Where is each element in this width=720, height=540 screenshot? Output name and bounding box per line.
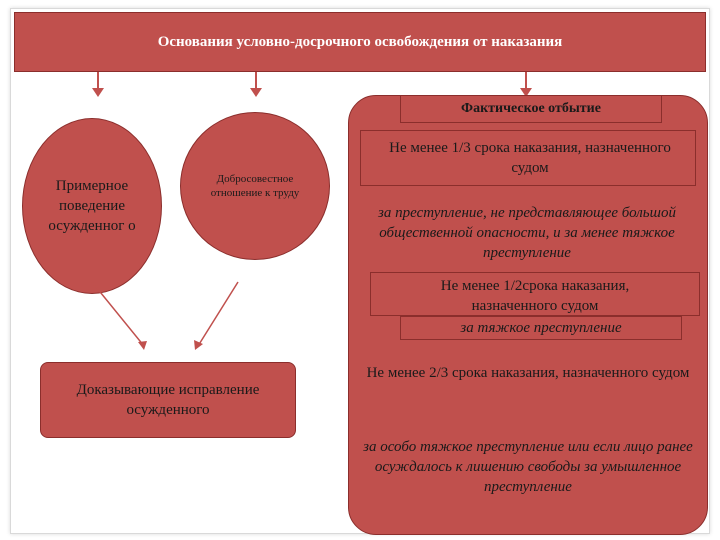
labor-circle: Добросовестное отношение к труду [180, 112, 330, 260]
served-title-box [400, 95, 662, 123]
served-title: Фактическое отбытие [461, 101, 601, 116]
behavior-circle: Примерное поведение осужденног о [22, 118, 162, 294]
connector-left [91, 281, 145, 347]
connector-right-head [194, 340, 203, 350]
arrow-head-labor [250, 88, 262, 97]
connector-left-head [138, 341, 147, 350]
term-half-box [370, 272, 700, 316]
term-one-third-box [360, 130, 696, 186]
arrow-to-served [525, 72, 527, 90]
connector-right [197, 281, 239, 347]
arrow-to-labor [255, 72, 257, 90]
term-half-note-box [400, 316, 682, 340]
term-half: Не менее 1/2срока наказания, назначенног… [440, 278, 630, 314]
term-one-third-note: за преступление, не представляющее больш… [378, 205, 676, 261]
labor-label: Добросовестное отношение к труду [210, 173, 300, 199]
correction-label: Доказывающие исправление осужденного [76, 382, 260, 418]
page-title: Основания условно-досрочного освобождени… [14, 12, 706, 72]
term-two-thirds: Не менее 2/3 срока наказания, назначенно… [366, 365, 690, 381]
arrow-head-served [520, 88, 532, 97]
term-half-note: за тяжкое преступление [460, 320, 622, 336]
arrow-head-behavior [92, 88, 104, 97]
arrow-to-behavior [97, 72, 99, 90]
term-two-thirds-note: за особо тяжкое преступление или если ли… [363, 439, 693, 495]
term-one-third: Не менее 1/3 срока наказания, назначенно… [389, 140, 671, 176]
behavior-label: Примерное поведение осужденног о [48, 178, 136, 234]
correction-box: Доказывающие исправление осужденного [40, 362, 296, 438]
